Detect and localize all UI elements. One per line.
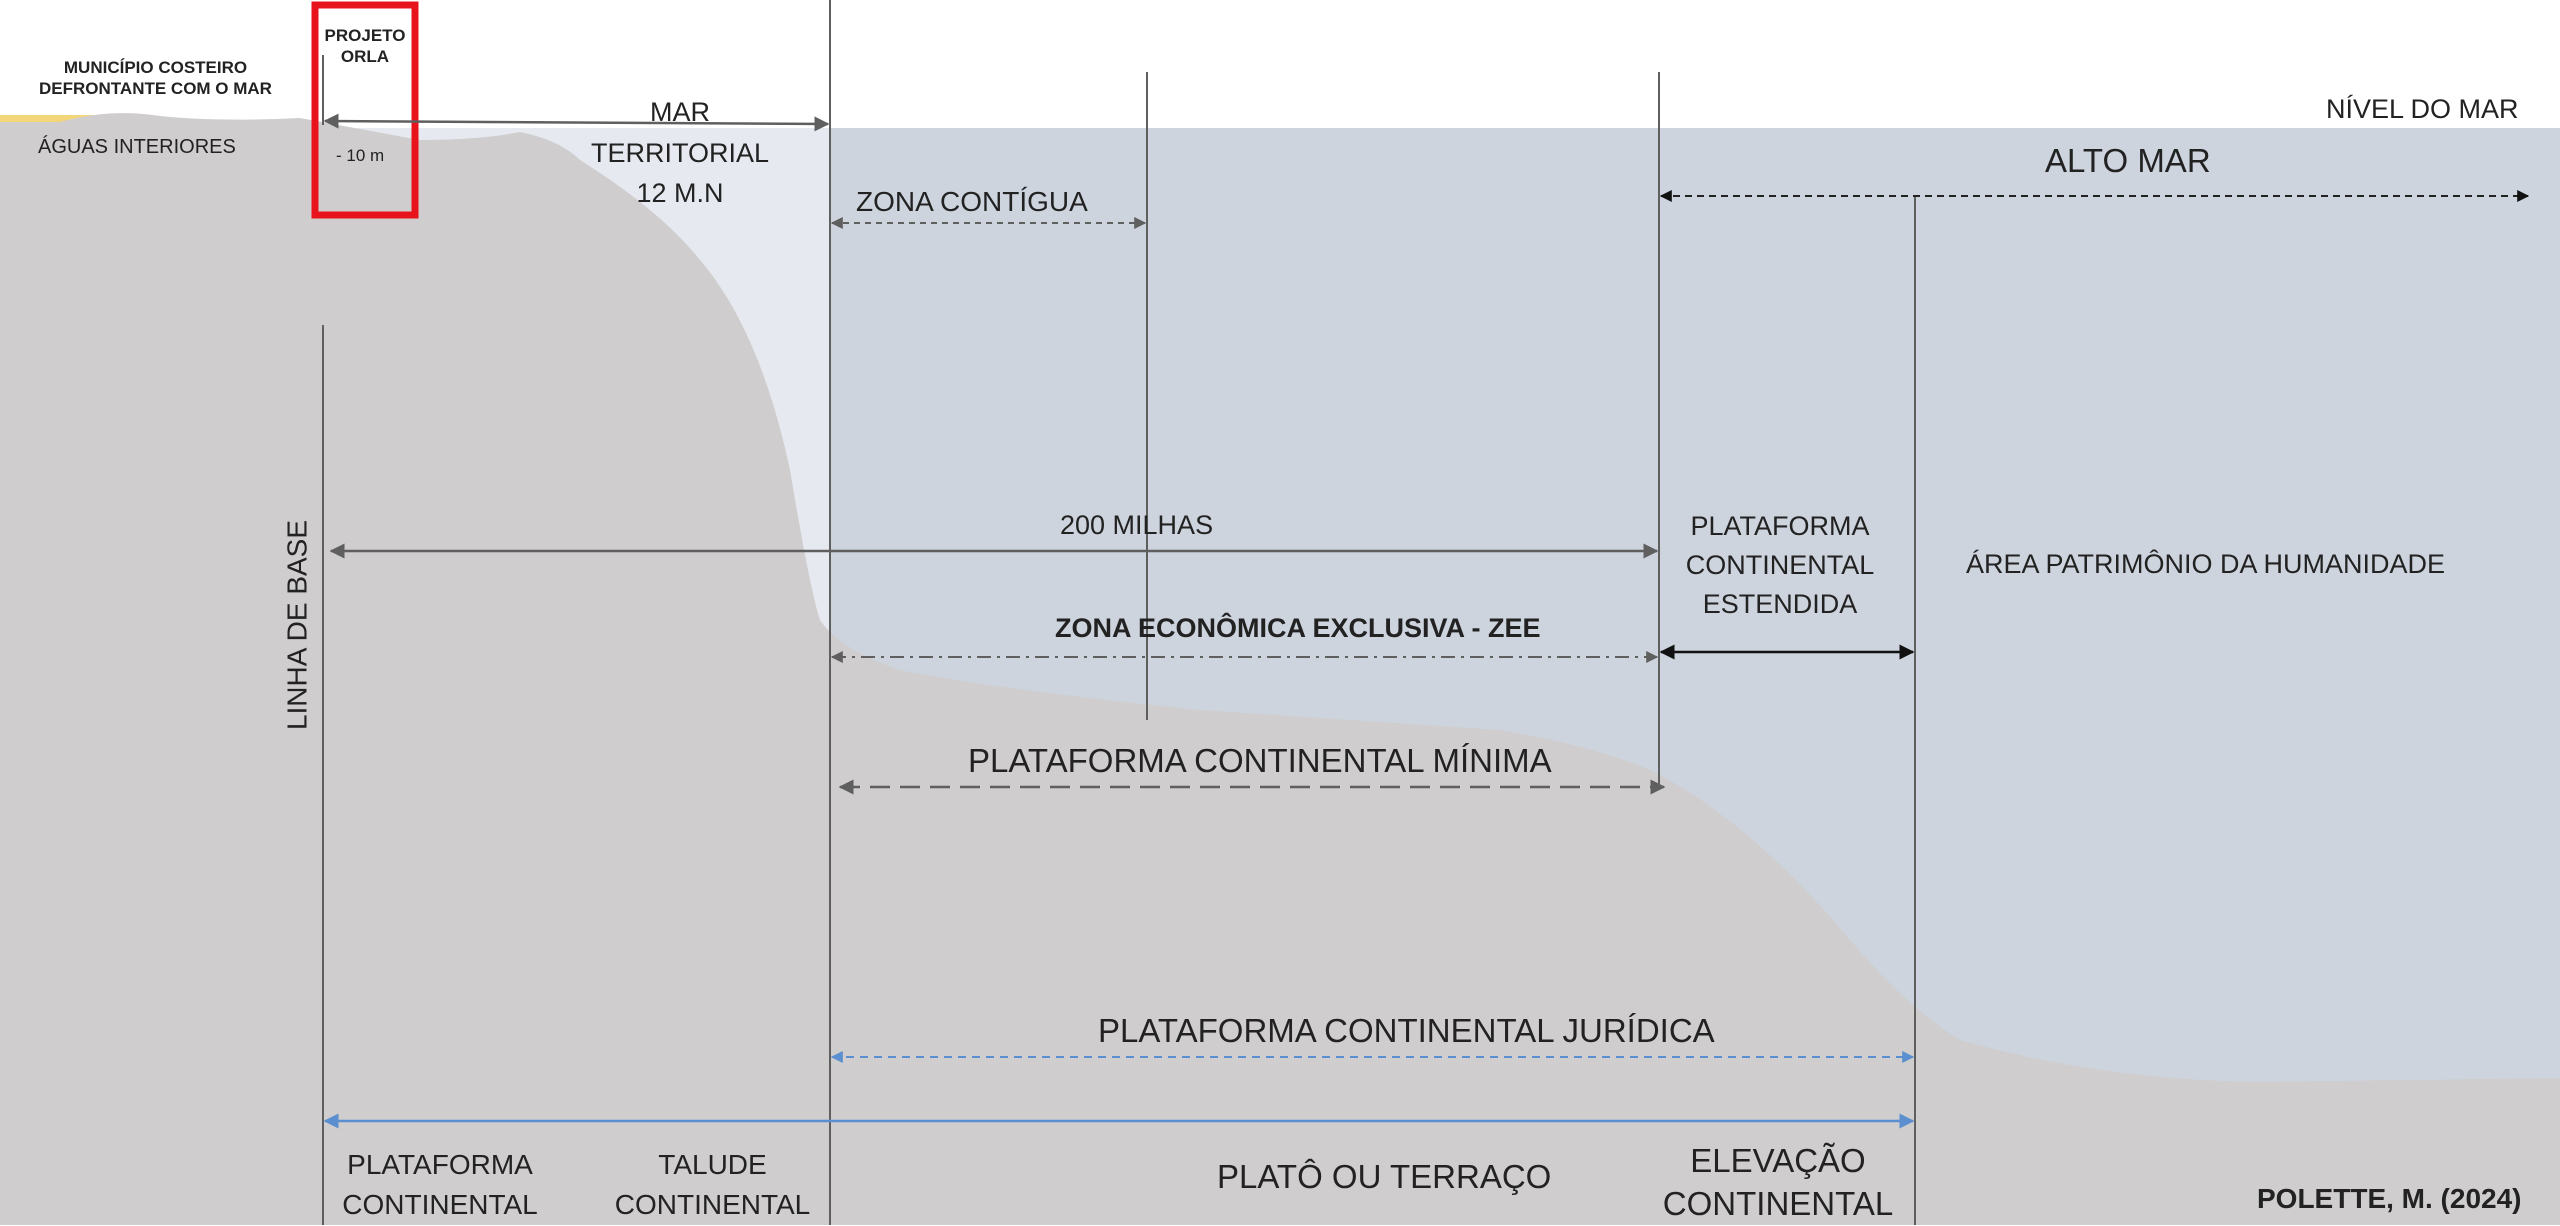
territorial-sea-arrow <box>323 113 830 132</box>
alto-mar-label: ALTO MAR <box>2045 142 2211 179</box>
plataforma-minima-label: PLATAFORMA CONTINENTAL MÍNIMA <box>968 742 1552 779</box>
mar-territorial-label: MAR TERRITORIAL 12 M.N <box>590 97 770 208</box>
bottom-plato-label: PLATÔ OU TERRAÇO <box>1217 1158 1552 1195</box>
plataforma-juridica-label: PLATAFORMA CONTINENTAL JURÍDICA <box>1098 1012 1715 1049</box>
duzentas-milhas-label: 200 MILHAS <box>1060 510 1214 540</box>
area-patrimonio-label: ÁREA PATRIMÔNIO DA HUMANIDADE <box>1966 549 2446 579</box>
bottom-elevacao-label: ELEVAÇÃO CONTINENTAL <box>1662 1142 1894 1222</box>
aguas-interiores-label: ÁGUAS INTERIORES <box>38 136 236 158</box>
nivel-do-mar-label: NÍVEL DO MAR <box>2326 94 2519 124</box>
projeto-orla-label: PROJETO ORLA <box>324 26 406 67</box>
zee-label: ZONA ECONÔMICA EXCLUSIVA - ZEE <box>1055 613 1541 643</box>
seabed-profile <box>0 113 2560 1225</box>
bottom-plataforma-label: PLATAFORMA CONTINENTAL <box>342 1149 538 1220</box>
zona-contigua-label: ZONA CONTÍGUA <box>856 186 1088 217</box>
bottom-talude-label: TALUDE CONTINENTAL <box>614 1149 811 1220</box>
linha-de-base-label: LINHA DE BASE <box>281 519 313 731</box>
plataforma-estendida-label: PLATAFORMA CONTINENTAL ESTENDIDA <box>1685 511 1875 620</box>
projeto-orla-highlight <box>311 1 419 219</box>
municipio-label: MUNICÍPIO COSTEIRO DEFRONTANTE COM O MAR <box>39 58 272 99</box>
depth-10m-label: - 10 m <box>336 146 385 165</box>
credit-label: POLETTE, M. (2024) <box>2257 1183 2522 1214</box>
